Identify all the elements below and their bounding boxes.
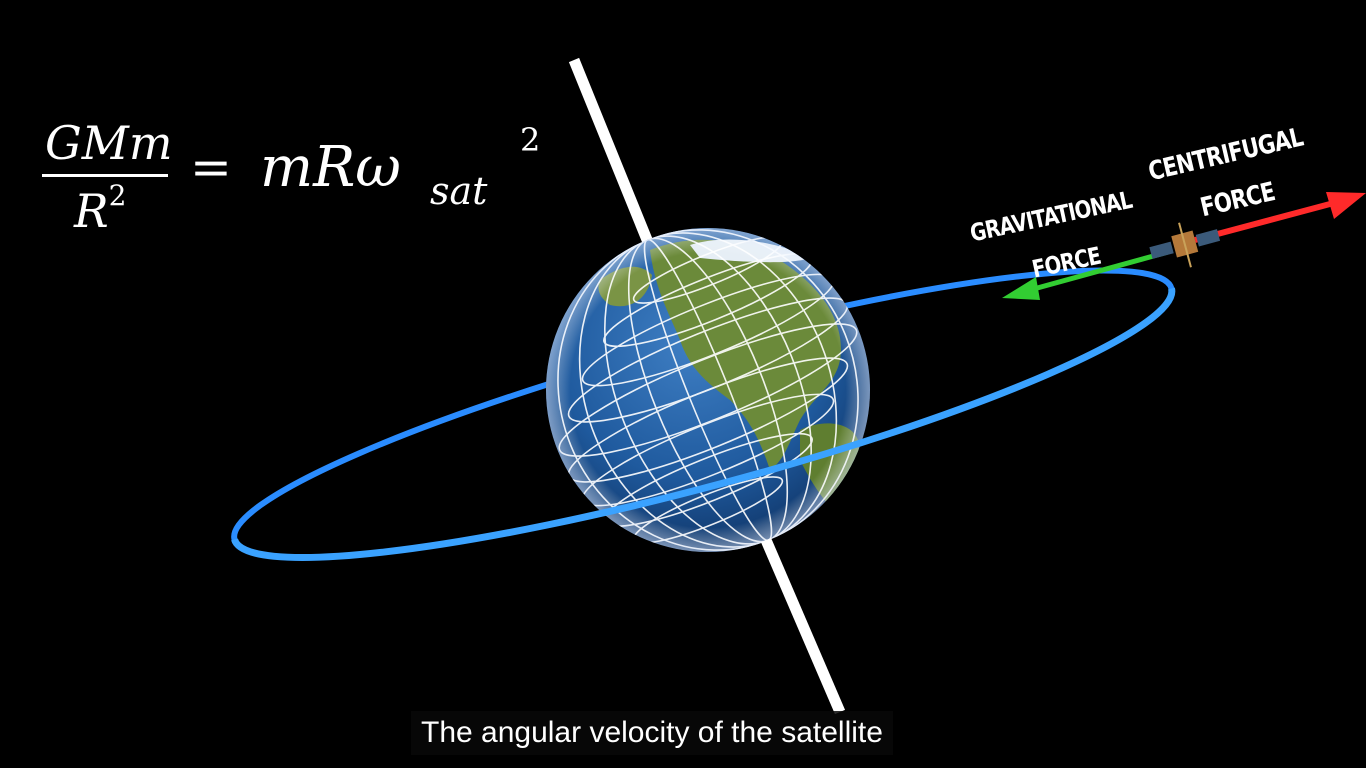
fraction-denominator: R2 bbox=[74, 179, 127, 235]
fraction-numerator: GMm bbox=[45, 116, 173, 170]
denominator-exponent: 2 bbox=[108, 179, 127, 212]
omega-subscript: sat bbox=[430, 169, 488, 213]
denominator-symbol: R bbox=[74, 184, 109, 238]
equation-rhs: mRω bbox=[260, 135, 401, 200]
subtitle-caption: The angular velocity of the satellite bbox=[411, 711, 893, 755]
rotation-axis-bottom bbox=[760, 537, 846, 715]
equals-sign: = bbox=[190, 138, 232, 196]
satellite-icon bbox=[1149, 222, 1221, 268]
earth-globe bbox=[546, 228, 870, 552]
omega-exponent: 2 bbox=[520, 121, 541, 159]
fraction-bar bbox=[42, 174, 168, 177]
gravitational-force-arrow bbox=[1002, 249, 1169, 300]
orbit-front bbox=[231, 287, 1176, 561]
